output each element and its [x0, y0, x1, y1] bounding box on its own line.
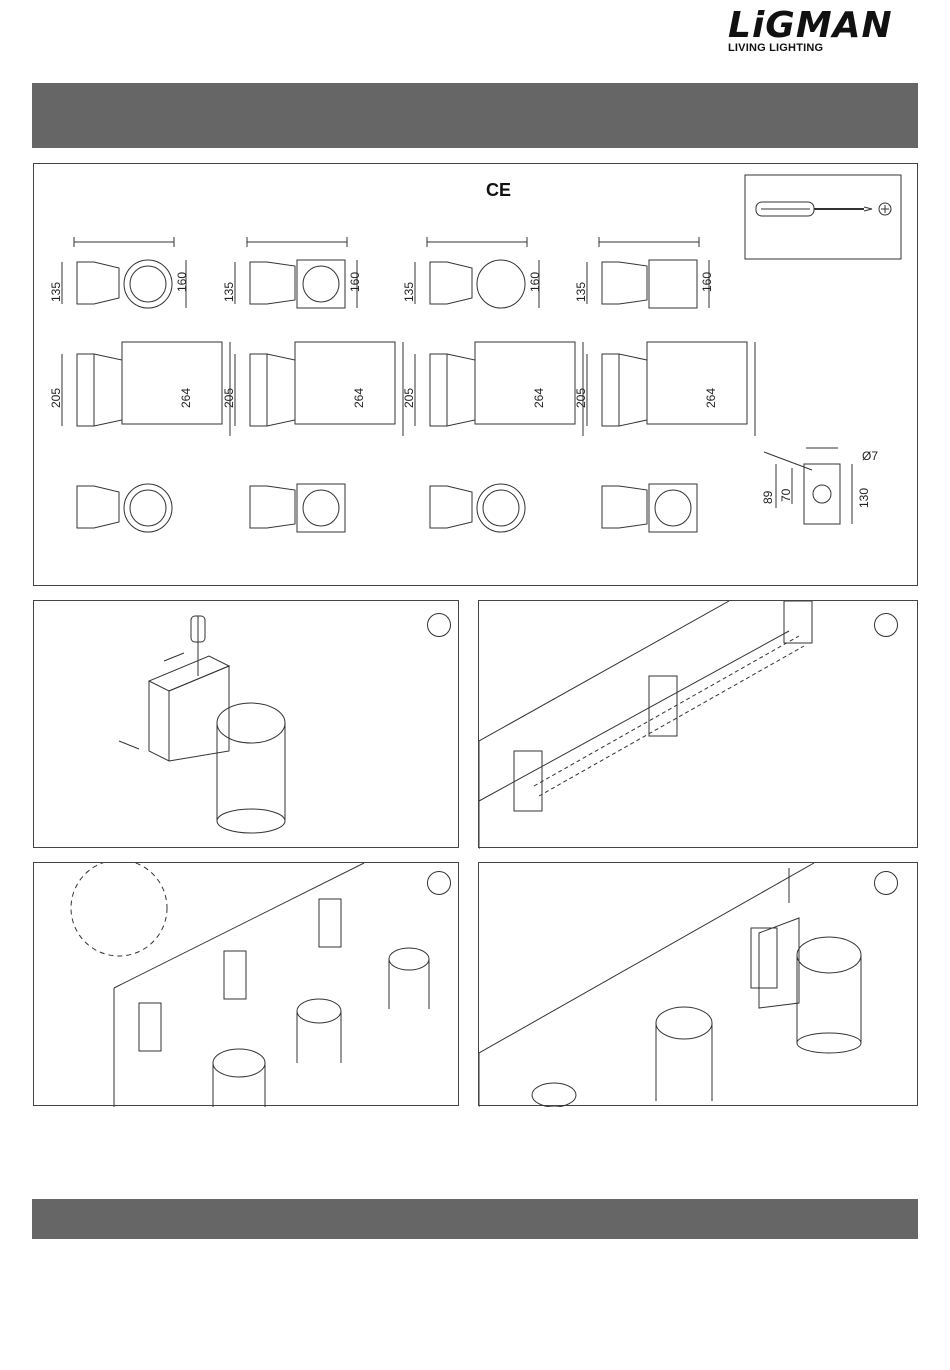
brand-name: LiGMAN — [728, 6, 893, 46]
dim-height-2: 160 — [348, 272, 362, 292]
dim-side-depth-3: 205 — [402, 388, 416, 408]
step-2-illustration — [479, 601, 919, 849]
step-4-illustration — [479, 863, 919, 1107]
dim-depth-4: 135 — [574, 282, 588, 302]
step-number-circle — [874, 871, 898, 895]
dim-bracket-height: 130 — [857, 488, 871, 508]
mounting-bracket-drawing — [764, 448, 852, 524]
dim-depth-3: 135 — [402, 282, 416, 302]
phillips-screwdriver-icon — [756, 202, 872, 216]
dim-hole-diameter: Ø7 — [862, 449, 878, 463]
step-number-circle — [427, 871, 451, 895]
dim-height-4: 160 — [700, 272, 714, 292]
install-step-2-panel — [478, 600, 918, 848]
dim-side-height-2: 264 — [352, 388, 366, 408]
dim-side-depth-2: 205 — [222, 388, 236, 408]
header-band — [32, 83, 918, 148]
dim-side-height-3: 264 — [532, 388, 546, 408]
brand-tagline: LIVING LIGHTING — [728, 42, 823, 54]
dim-height-3: 160 — [528, 272, 542, 292]
footer-band — [32, 1199, 918, 1239]
dimension-drawings: CE — [34, 164, 919, 587]
step-number-circle — [874, 613, 898, 637]
dim-side-height-4: 264 — [704, 388, 718, 408]
dim-bracket-spacing: 70 — [779, 488, 793, 502]
top-view-row — [62, 237, 709, 308]
dim-height-1: 160 — [175, 272, 189, 292]
dim-depth-1: 135 — [49, 282, 63, 302]
small-view-row — [77, 484, 697, 532]
dim-bracket-width: 89 — [761, 490, 775, 504]
specifications-panel: CE — [33, 163, 918, 586]
install-step-3-panel — [33, 862, 459, 1106]
install-step-1-panel — [33, 600, 459, 848]
tool-box — [745, 175, 901, 259]
dim-side-depth-4: 205 — [574, 388, 588, 408]
step-3-illustration — [34, 863, 460, 1107]
phillips-head-icon — [879, 203, 891, 215]
dim-side-height-1: 264 — [179, 388, 193, 408]
step-number-circle — [427, 613, 451, 637]
dim-depth-2: 135 — [222, 282, 236, 302]
install-step-4-panel — [478, 862, 918, 1106]
dim-side-depth-1: 205 — [49, 388, 63, 408]
ce-mark: CE — [486, 180, 511, 200]
step-1-illustration — [34, 601, 460, 849]
